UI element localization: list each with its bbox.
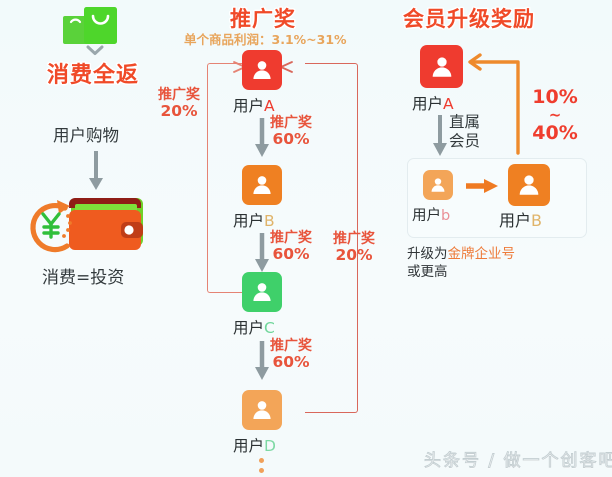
- user-label-c-suffix: C: [264, 319, 275, 337]
- direct-member-label-line1: 直属: [449, 113, 481, 131]
- promotion-award-c-to-d: 推广奖 60%: [270, 338, 312, 372]
- user-label-d-suffix: D: [264, 437, 276, 455]
- member-upgrade-reward-line2: ~: [548, 105, 562, 124]
- user-label-a-prefix: 用户: [233, 97, 265, 115]
- promotion-award-b-to-c-name: 推广奖: [270, 230, 312, 246]
- arrow-down-icon: [87, 150, 105, 192]
- member-upgrade-reward: 10% ~ 40%: [520, 86, 590, 144]
- watermark: 头条号 / 做一个创客吧: [424, 451, 612, 472]
- user-label-upgrade-a-prefix: 用户: [412, 95, 444, 113]
- vertical-dots-icon: [259, 458, 264, 473]
- person-icon-user-d: [242, 390, 282, 430]
- promotion-award-left: 推广奖 20%: [158, 87, 200, 121]
- person-icon-user-a: [242, 50, 282, 90]
- user-label-big-b-suffix: B: [531, 211, 542, 230]
- arrow-down-icon-a-to-box: [431, 114, 449, 158]
- promotion-award-c-to-d-name: 推广奖: [270, 338, 312, 354]
- arrow-down-icon-c-to-d: [253, 340, 271, 382]
- consumption-equals-investment-label: 消费=投资: [42, 268, 125, 288]
- upgrade-note-highlight: 金牌企业号: [447, 246, 516, 262]
- user-label-c: 用户C: [233, 316, 275, 338]
- promotion-award-a-to-b-percent: 60%: [272, 130, 310, 149]
- promotion-award-left-percent: 20%: [160, 102, 198, 121]
- user-label-b-suffix: B: [264, 212, 275, 230]
- user-label-a-suffix: A: [264, 97, 275, 115]
- left-column-title: 消费全返: [47, 63, 140, 88]
- promotion-award-right-name: 推广奖: [333, 231, 375, 247]
- user-label-d-prefix: 用户: [233, 437, 265, 455]
- promotion-award-a-to-b-name: 推广奖: [270, 115, 312, 131]
- promotion-award-a-to-b: 推广奖 60%: [270, 115, 312, 149]
- orange-arrow-reward-to-user-a: [461, 48, 525, 162]
- chevron-down-icon: [86, 45, 104, 56]
- arrow-down-icon-b-to-c: [253, 232, 271, 274]
- wallet-yen-refund-icon: [23, 192, 153, 258]
- member-upgrade-reward-line3: 40%: [532, 121, 578, 144]
- center-column-subtitle: 单个商品利润：3.1%~31%: [184, 32, 347, 47]
- user-label-a: 用户A: [233, 94, 275, 116]
- direct-member-label: 直属 会员: [449, 113, 480, 150]
- user-label-small-b-prefix: 用户: [412, 208, 441, 224]
- user-label-upgrade-a-suffix: A: [443, 95, 454, 113]
- upgrade-note: 升级为金牌企业号 或更高: [407, 245, 515, 281]
- direct-member-label-line2: 会员: [449, 131, 481, 150]
- user-label-big-b-prefix: 用户: [499, 211, 532, 230]
- member-upgrade-reward-line1: 10%: [532, 86, 578, 108]
- user-label-upgrade-a: 用户A: [412, 92, 454, 114]
- person-icon-user-b-small: [423, 170, 453, 200]
- promotion-award-c-to-d-percent: 60%: [272, 353, 310, 372]
- center-column: 推广奖 单个商品利润：3.1%~31% 推广奖 20% 推广奖 20%: [158, 0, 400, 477]
- upgrade-note-prefix: 升级为: [407, 246, 448, 262]
- user-label-b-prefix: 用户: [233, 212, 265, 230]
- promotion-award-left-name: 推广奖: [158, 87, 200, 103]
- user-label-big-b: 用户B: [499, 207, 542, 231]
- center-column-title: 推广奖: [230, 7, 296, 31]
- promotion-bracket-left: [207, 63, 243, 293]
- promotion-award-right: 推广奖 20%: [333, 231, 375, 265]
- promotion-bracket-right: [305, 63, 358, 413]
- user-label-c-prefix: 用户: [233, 319, 265, 337]
- user-label-b: 用户B: [233, 209, 275, 231]
- right-column: 会员升级奖励 用户A 直属 会员 10%: [395, 0, 612, 310]
- upgrade-note-line2: 或更高: [407, 264, 448, 281]
- user-label-d: 用户D: [233, 434, 276, 456]
- person-icon-user-c: [242, 272, 282, 312]
- arrow-right-icon-upgrade: [465, 178, 499, 194]
- promotion-award-right-percent: 20%: [335, 246, 373, 265]
- left-column: 消费全返 用户购物: [0, 0, 195, 300]
- shopping-bag-icon: [62, 4, 122, 53]
- person-icon-upgrade-user-a: [420, 45, 463, 88]
- user-label-small-b: 用户b: [412, 204, 450, 225]
- person-icon-user-b-big: [508, 164, 550, 206]
- promotion-award-b-to-c: 推广奖 60%: [270, 230, 312, 264]
- user-label-small-b-suffix: b: [441, 208, 451, 224]
- person-icon-user-b: [242, 165, 282, 205]
- right-column-title: 会员升级奖励: [403, 7, 535, 31]
- promotion-award-b-to-c-percent: 60%: [272, 245, 310, 264]
- arrow-down-icon-a-to-b: [253, 117, 271, 159]
- user-shopping-label: 用户购物: [53, 126, 119, 145]
